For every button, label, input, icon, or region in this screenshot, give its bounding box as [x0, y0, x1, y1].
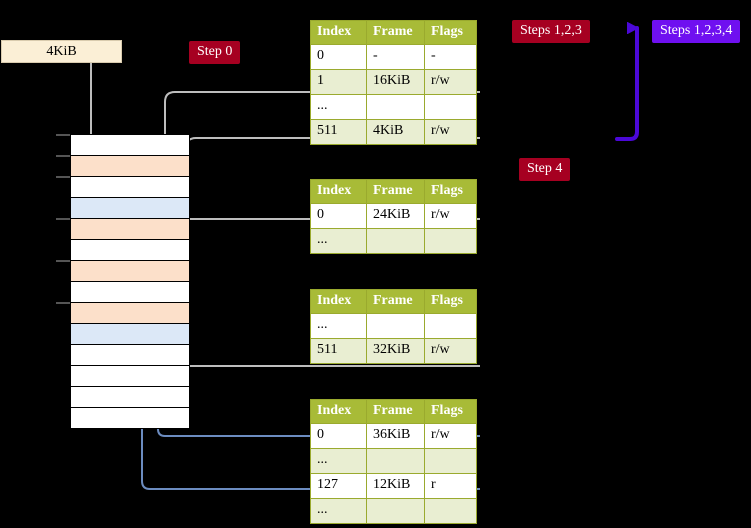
cell-index: ... — [310, 448, 367, 474]
cell-frame: 16KiB — [366, 69, 425, 95]
cell-frame: 36KiB — [366, 423, 425, 449]
cell-index: 0 — [310, 203, 367, 229]
physical-memory-column — [70, 134, 190, 429]
cell-flags — [424, 313, 477, 339]
badge-steps-123: Steps 1,2,3 — [512, 20, 590, 43]
cell-frame: 12KiB — [366, 473, 425, 499]
column-header-frame: Frame — [366, 179, 425, 204]
column-header-flags: Flags — [424, 399, 477, 424]
cell-frame: - — [366, 44, 425, 70]
cell-frame — [366, 313, 425, 339]
cell-flags — [424, 94, 477, 120]
cell-frame: 4KiB — [366, 119, 425, 145]
memory-frame-row — [71, 387, 189, 408]
memory-frame-row — [71, 282, 189, 303]
column-header-index: Index — [310, 289, 367, 314]
cell-frame: 32KiB — [366, 338, 425, 364]
cell-flags — [424, 448, 477, 474]
table-row: 0-- — [310, 44, 477, 70]
memory-frame-row — [71, 219, 189, 240]
memory-frame-row — [71, 324, 189, 345]
badge-steps-1234: Steps 1,2,3,4 — [652, 20, 741, 43]
cell-frame — [366, 228, 425, 254]
cell-index: ... — [310, 94, 367, 120]
table-row: ... — [310, 313, 477, 339]
table-row: ... — [310, 228, 477, 254]
cell-flags: r/w — [424, 69, 477, 95]
column-header-frame: Frame — [366, 20, 425, 45]
table-row: ... — [310, 448, 477, 474]
memory-frame-row — [71, 261, 189, 282]
memory-frame-row — [71, 156, 189, 177]
cell-frame: 24KiB — [366, 203, 425, 229]
memory-tick — [56, 218, 70, 220]
memory-tick — [56, 260, 70, 262]
cell-index: ... — [310, 313, 367, 339]
cell-index: 511 — [310, 338, 367, 364]
column-header-flags: Flags — [424, 20, 477, 45]
cell-index: 127 — [310, 473, 367, 499]
memory-frame-row — [71, 408, 189, 429]
cell-flags: r/w — [424, 119, 477, 145]
column-header-index: Index — [310, 399, 367, 424]
table-row: ... — [310, 94, 477, 120]
memory-frame-row — [71, 240, 189, 261]
memory-frame-row — [71, 177, 189, 198]
memory-tick — [56, 302, 70, 304]
cell-flags — [424, 228, 477, 254]
cell-index: 511 — [310, 119, 367, 145]
memory-tick — [56, 134, 70, 136]
cell-index: 1 — [310, 69, 367, 95]
table-row: ... — [310, 498, 477, 524]
frame-size-text: 4KiB — [46, 43, 77, 59]
cell-flags — [424, 498, 477, 524]
frame-size-label: 4KiB — [1, 40, 122, 63]
column-header-index: Index — [310, 179, 367, 204]
cell-index: ... — [310, 228, 367, 254]
cell-index: 0 — [310, 423, 367, 449]
memory-frame-row — [71, 366, 189, 387]
column-header-frame: Frame — [366, 289, 425, 314]
column-header-flags: Flags — [424, 179, 477, 204]
memory-tick — [56, 155, 70, 157]
column-header-index: Index — [310, 20, 367, 45]
memory-frame-row — [71, 198, 189, 219]
column-header-frame: Frame — [366, 399, 425, 424]
cell-flags: r/w — [424, 423, 477, 449]
cell-index: ... — [310, 498, 367, 524]
wire-steps-bracket — [615, 28, 639, 141]
memory-tick — [56, 176, 70, 178]
cell-frame — [366, 448, 425, 474]
cell-flags: r — [424, 473, 477, 499]
cell-frame — [366, 498, 425, 524]
cell-flags: r/w — [424, 338, 477, 364]
cell-frame — [366, 94, 425, 120]
cell-flags: - — [424, 44, 477, 70]
memory-frame-row — [71, 345, 189, 366]
badge-step-0: Step 0 — [189, 41, 241, 64]
cell-flags: r/w — [424, 203, 477, 229]
memory-frame-row — [71, 135, 189, 156]
column-header-flags: Flags — [424, 289, 477, 314]
badge-step-4: Step 4 — [519, 158, 571, 181]
cell-index: 0 — [310, 44, 367, 70]
memory-frame-row — [71, 303, 189, 324]
